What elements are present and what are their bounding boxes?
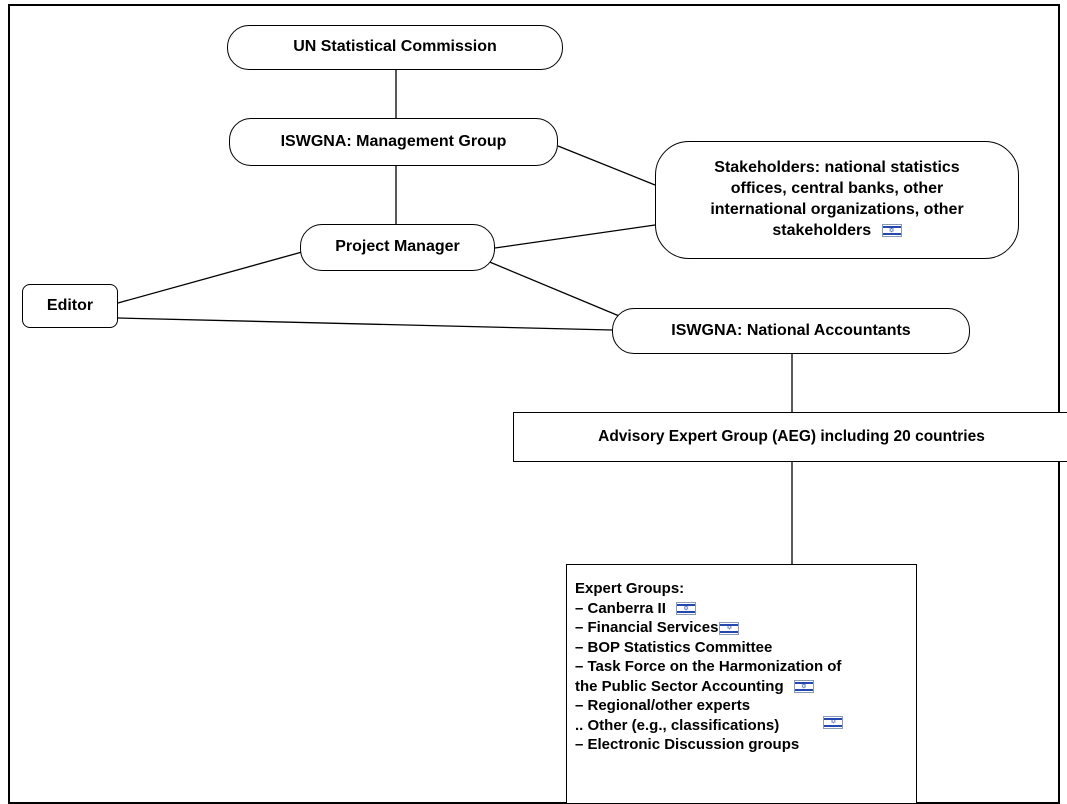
aeg-node: Advisory Expert Group (AEG) including 20… <box>513 412 1067 462</box>
un-statistical-commission-node: UN Statistical Commission <box>227 25 563 70</box>
management-group-node: ISWGNA: Management Group <box>229 118 558 166</box>
link-management-to-stakeholders <box>557 145 656 186</box>
expert-group-item: – Regional/other experts <box>575 697 751 714</box>
expert-group-label: the Public Sector Accounting <box>575 677 784 695</box>
stakeholders-line: stakeholders <box>772 221 872 239</box>
expert-group-label: – Canberra II <box>575 599 666 617</box>
stakeholders-line: international organizations, other <box>710 201 964 218</box>
expert-group-item: – Financial Services✡ <box>575 618 908 638</box>
expert-group-item: – BOP Statistics Committee <box>575 638 773 656</box>
aeg-label: Advisory Expert Group (AEG) including 20… <box>598 427 985 445</box>
national-accountants-label: ISWGNA: National Accountants <box>671 321 911 339</box>
expert-group-label: – Financial Services <box>575 619 719 636</box>
israel-flag-icon: ✡ <box>676 602 697 616</box>
editor-node: Editor <box>22 284 118 328</box>
link-project-manager-to-editor <box>117 251 303 304</box>
expert-groups-node: Expert Groups: – Canberra II ✡ – Financi… <box>566 564 917 804</box>
stakeholders-line: offices, central banks, other <box>730 180 944 198</box>
expert-group-label: .. Other (e.g., classifications) <box>575 716 780 734</box>
expert-group-item: .. Other (e.g., classifications) ✡ <box>575 715 908 736</box>
link-project-manager-to-stakeholders <box>494 224 656 249</box>
expert-group-item: the Public Sector Accounting ✡ <box>575 677 908 697</box>
stakeholders-last-line: stakeholders ✡ <box>710 221 963 242</box>
management-group-label: ISWGNA: Management Group <box>280 132 507 150</box>
project-manager-label: Project Manager <box>335 238 460 256</box>
project-manager-node: Project Manager <box>300 224 495 271</box>
stakeholders-text: Stakeholders: national statistics office… <box>710 158 963 241</box>
link-editor-to-national-accountants <box>117 317 613 331</box>
expert-groups-heading: Expert Groups: <box>575 580 685 597</box>
un-statistical-commission-label: UN Statistical Commission <box>293 38 497 56</box>
israel-flag-icon: ✡ <box>823 715 844 729</box>
national-accountants-node: ISWGNA: National Accountants <box>612 308 970 354</box>
stakeholders-line: Stakeholders: national statistics <box>714 159 960 177</box>
expert-group-item: – Electronic Discussion groups <box>575 736 800 753</box>
israel-flag-icon: ✡ <box>793 680 814 694</box>
israel-flag-icon: ✡ <box>881 224 902 238</box>
expert-group-item: – Task Force on the Harmonization of <box>575 658 842 675</box>
editor-label: Editor <box>46 296 94 314</box>
stakeholders-node: Stakeholders: national statistics office… <box>655 141 1019 259</box>
expert-group-item: – Canberra II ✡ <box>575 599 908 619</box>
israel-flag-icon: ✡ <box>719 621 740 635</box>
link-project-manager-to-national-accountants <box>479 257 625 319</box>
